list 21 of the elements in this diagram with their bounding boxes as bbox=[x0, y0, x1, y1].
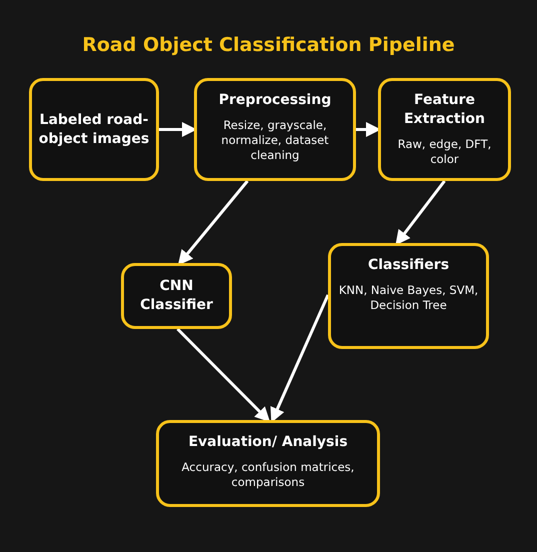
box-heading: Classifiers bbox=[368, 256, 450, 275]
box-description: Raw, edge, DFT, color bbox=[396, 137, 492, 167]
box-description: KNN, Naive Bayes, SVM, Decision Tree bbox=[338, 283, 480, 313]
box-heading: Feature Extraction bbox=[402, 91, 486, 129]
box-heading: CNN Classifier bbox=[139, 277, 214, 315]
arrow bbox=[176, 328, 270, 422]
box-description: Accuracy, confusion matrices, comparisons bbox=[180, 460, 356, 490]
process-box bbox=[328, 243, 489, 349]
arrow bbox=[178, 180, 249, 266]
process-box bbox=[29, 78, 159, 181]
box-heading: Preprocessing bbox=[218, 91, 332, 110]
box-heading: Evaluation/ Analysis bbox=[188, 433, 348, 452]
box-description: Resize, grayscale, normalize, dataset cleaning bbox=[220, 118, 330, 163]
process-box bbox=[156, 420, 380, 507]
diagram-title: Road Object Classification Pipeline bbox=[81, 34, 456, 56]
process-box bbox=[194, 78, 356, 181]
arrow bbox=[270, 294, 330, 423]
arrow bbox=[395, 180, 446, 246]
box-heading: Labeled road-object images bbox=[38, 110, 150, 148]
process-box bbox=[121, 263, 232, 329]
process-box bbox=[378, 78, 511, 181]
